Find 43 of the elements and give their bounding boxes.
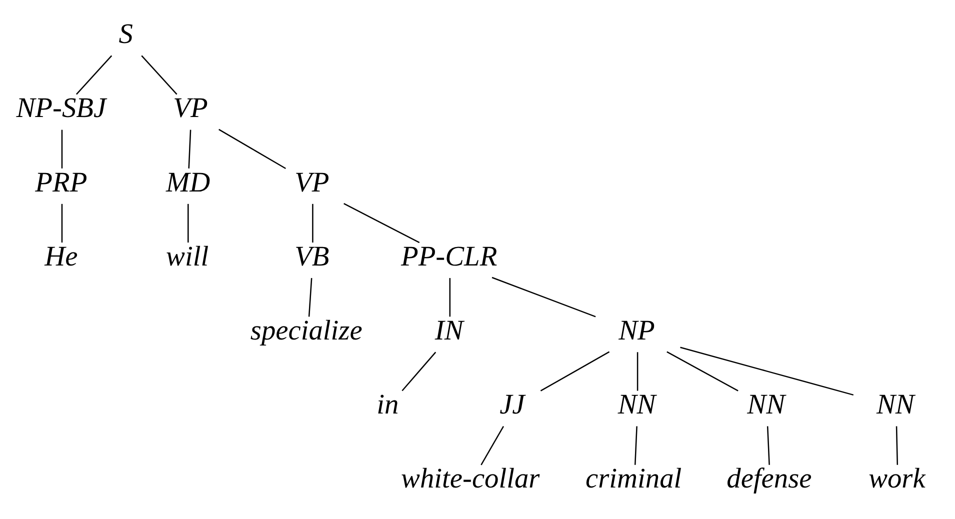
connector (766, 426, 770, 464)
connector (188, 203, 189, 242)
connector (402, 351, 436, 391)
connector (218, 128, 286, 169)
node-text: criminal (586, 463, 682, 494)
node-text: PP-CLR (401, 240, 498, 272)
connector (492, 276, 596, 317)
node-text: He (44, 240, 78, 272)
connector (449, 278, 451, 316)
connector (61, 203, 63, 242)
node-text: work (868, 463, 926, 494)
connector (344, 202, 420, 243)
node-text: specialize (250, 314, 362, 346)
connector (636, 352, 638, 390)
connector (188, 129, 192, 168)
node-text: NN (618, 389, 656, 420)
connector (141, 54, 178, 94)
node-text: in (376, 389, 399, 420)
connector (61, 129, 63, 168)
node-text: NP-SBJ (16, 92, 106, 124)
connector (76, 54, 112, 94)
node-text: S (118, 18, 133, 50)
connector (666, 350, 738, 391)
node-text: VP (294, 166, 330, 198)
node-text: VB (294, 240, 330, 272)
connector (308, 278, 312, 316)
node-text: JJ (500, 389, 525, 420)
connector (480, 425, 504, 465)
node-text: white-collar (401, 463, 540, 494)
node-text: will (166, 240, 209, 272)
node-text: PRP (35, 166, 88, 198)
connector (896, 426, 898, 464)
node-text: VP (173, 92, 208, 124)
node-text: NN (747, 389, 786, 420)
node-text: defense (726, 463, 812, 494)
node-text: IN (434, 314, 464, 346)
connector (312, 203, 314, 242)
node-text: NN (876, 389, 914, 420)
connector (680, 346, 854, 396)
node-text: NP (618, 314, 655, 346)
connector (540, 350, 610, 391)
connector (634, 426, 638, 464)
node-text: MD (166, 166, 210, 198)
